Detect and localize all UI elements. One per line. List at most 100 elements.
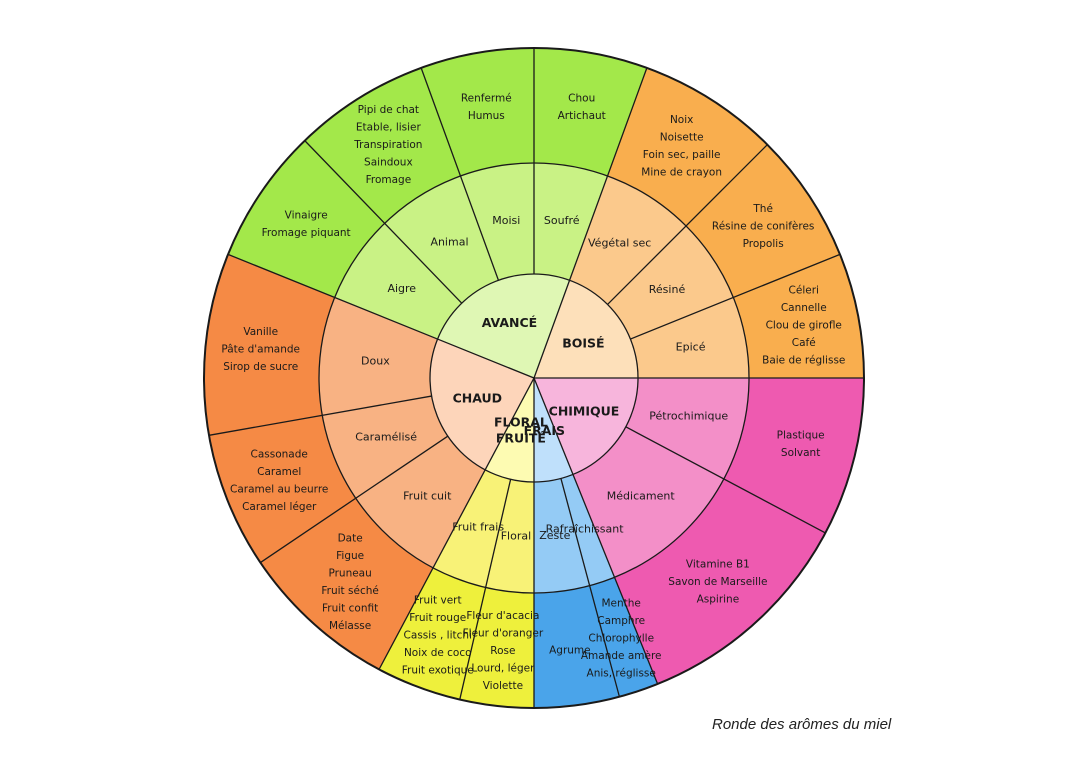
descriptor-label-line: Vanille: [243, 326, 278, 338]
descriptor-label-line: Céleri: [789, 285, 819, 297]
descriptor-label-line: Humus: [468, 110, 505, 122]
descriptor-label-line: Fruit confit: [322, 602, 378, 614]
descriptor-wedge-rafra-chissant: [589, 577, 658, 697]
category-label-line: Animal: [430, 236, 468, 249]
category-wedge-m-dicament: [572, 426, 724, 578]
descriptor-label-line: Vitamine B1: [686, 559, 750, 571]
descriptor-wedge-r-sin-: [686, 144, 840, 298]
family-wedge-chimique: [534, 378, 638, 475]
descriptor-wedge-fruit-cuit: [260, 498, 434, 670]
descriptor-label-line: Figue: [336, 550, 364, 562]
descriptor-label-line: Savon de Marseille: [668, 576, 767, 588]
wheel-segments: [204, 48, 865, 708]
category-label: Zeste: [539, 529, 570, 542]
category-label: Epicé: [676, 341, 706, 354]
descriptor-label-line: Foin sec, paille: [643, 149, 721, 161]
descriptor-label-line: Chou: [568, 93, 595, 105]
category-wedge-soufr-: [534, 163, 608, 281]
category-divider: [304, 140, 463, 304]
descriptor-label-line: Noisette: [660, 131, 704, 143]
category-label: Pétrochimique: [649, 410, 728, 423]
ring-1: [318, 162, 750, 594]
category-wedge-fruit-frais: [433, 469, 511, 588]
descriptor-label-line: Lourd, léger: [471, 663, 535, 675]
descriptor-wedge-animal: [304, 67, 461, 224]
descriptor-label-line: Noix: [670, 114, 693, 126]
category-label-line: Végétal sec: [588, 236, 651, 249]
descriptor-label-line: Fruit rouge: [409, 612, 466, 624]
category-label: Soufré: [544, 214, 580, 227]
category-wedge-rafra-chissant: [560, 474, 615, 586]
descriptor-label-line: Amande amère: [581, 650, 662, 662]
category-label: Caramélisé: [355, 431, 417, 444]
descriptor-label-line: Propolis: [743, 238, 784, 250]
category-divider: [607, 144, 768, 305]
descriptor-wedge-m-dicament: [614, 478, 826, 684]
descriptor-label-line: Mine de crayon: [641, 166, 722, 178]
descriptor-label-line: Clou de girofle: [766, 320, 842, 332]
descriptor-label-line: Caramel au beurre: [230, 484, 328, 496]
descriptor-label-line: Fruit exotique: [402, 664, 474, 676]
descriptor-label-line: Fromage piquant: [262, 227, 351, 239]
category-label-line: Résiné: [649, 283, 686, 296]
category-label-line: Soufré: [544, 214, 580, 227]
category-label-line: Zeste: [539, 529, 570, 542]
descriptor-label-line: Résine de conifères: [712, 220, 815, 232]
descriptor-label-line: Fleur d'acacia: [466, 610, 539, 622]
descriptor-label-line: Caramel léger: [242, 501, 317, 513]
category-label-line: Pétrochimique: [649, 410, 728, 423]
family-label-line: BOISÉ: [562, 335, 604, 350]
family-divider: [533, 280, 571, 379]
descriptor-label-line: Agrume: [549, 644, 591, 656]
descriptor-label-line: Fromage: [366, 174, 412, 186]
category-wedge-p-trochimique: [625, 378, 749, 479]
category-label: Médicament: [607, 490, 676, 503]
descriptor-label-line: Plastique: [777, 430, 825, 442]
descriptor-label-line: Mélasse: [329, 620, 371, 632]
descriptor-label-line: Menthe: [601, 598, 640, 610]
descriptor-label-line: Fruit séché: [321, 585, 378, 597]
family-wedge-floral-fruit-: [485, 378, 534, 482]
family-divider: [484, 377, 535, 471]
descriptor-label-line: Saindoux: [364, 156, 413, 168]
descriptor-wedge-caram-lis-: [209, 415, 356, 563]
descriptor-label-line: Cassis , litchi: [404, 629, 472, 641]
category-divider: [378, 469, 486, 670]
category-wedge-epic-: [630, 297, 749, 378]
descriptor-label-line: Sirop de sucre: [223, 361, 298, 373]
category-label: Animal: [430, 236, 468, 249]
descriptor-label-line: Pruneau: [328, 567, 371, 579]
category-wedge-zeste: [534, 478, 590, 593]
descriptor-label-line: Baie de réglisse: [762, 355, 845, 367]
descriptor-label-line: Transpiration: [353, 139, 422, 151]
family-label-line: CHAUD: [453, 390, 502, 405]
descriptor-label-line: Fleur d'oranger: [463, 628, 544, 640]
descriptor-label-line: Pipi de chat: [358, 104, 419, 116]
category-label: Végétal sec: [588, 236, 651, 249]
descriptor-label-line: Date: [338, 532, 363, 544]
family-label: CHAUD: [453, 390, 502, 405]
category-label-line: Médicament: [607, 490, 676, 503]
category-wedge-r-sin-: [607, 225, 734, 340]
category-label-line: Fruit frais: [452, 520, 504, 533]
category-wedge-moisi: [460, 163, 534, 281]
descriptor-label-line: Vinaigre: [285, 210, 328, 222]
category-divider: [208, 395, 432, 436]
family-divider: [533, 377, 574, 475]
family-label: CHIMIQUE: [549, 403, 620, 418]
category-label-line: Rafraîchissant: [546, 522, 625, 535]
descriptor-label-line: Cassonade: [251, 449, 308, 461]
descriptor-label-line: Renfermé: [461, 93, 512, 105]
family-label-line: FLORAL: [494, 414, 548, 429]
